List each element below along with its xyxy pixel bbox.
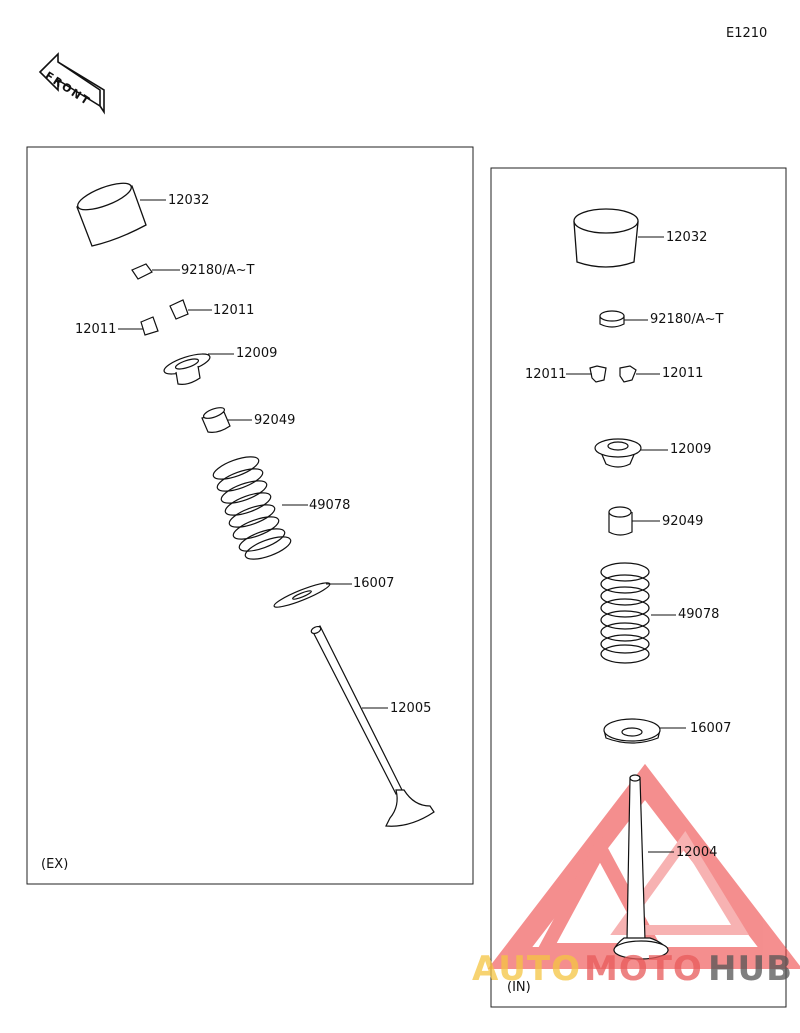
ex-valve [310, 625, 435, 827]
in-spring-callout: 49078 [678, 607, 720, 622]
watermark-hub: HUB [708, 949, 793, 989]
ex-retainer-left-callout: 12011 [75, 322, 117, 337]
ex-shim [131, 263, 153, 280]
front-arrow-icon [38, 52, 105, 115]
ex-stem-seal-callout: 92049 [254, 413, 296, 428]
in-retainer-right-callout: 12011 [662, 366, 704, 381]
ex-spring-retainer-callout: 12009 [236, 346, 278, 361]
page-code: E1210 [726, 26, 768, 41]
in-spring-seat-callout: 16007 [690, 721, 732, 736]
ex-tappet-callout: 12032 [168, 193, 210, 208]
in-valve [613, 774, 669, 960]
intake-panel-frame [490, 167, 787, 1008]
in-spring-seat [603, 718, 661, 744]
ex-stem-seal [201, 407, 231, 433]
ex-spring-seat [273, 582, 331, 608]
exhaust-panel-frame [26, 146, 474, 885]
watermark-moto: MOTO [584, 949, 703, 989]
ex-spring-retainer [163, 353, 211, 385]
in-tappet-callout: 12032 [666, 230, 708, 245]
in-spring [600, 562, 650, 664]
in-valve-callout: 12004 [676, 845, 718, 860]
ex-shim-callout: 92180/A~T [181, 263, 255, 278]
ex-spring-callout: 49078 [309, 498, 351, 513]
ex-panel-tag: (EX) [41, 857, 69, 872]
in-retainer-right [619, 365, 637, 383]
in-stem-seal [608, 506, 633, 536]
ex-tappet [76, 182, 147, 247]
watermark-text: AUTO MOTO HUB [472, 952, 792, 992]
in-spring-retainer [594, 438, 642, 468]
ex-spring [212, 456, 292, 560]
ex-retainer-left [140, 316, 159, 336]
ex-spring-seat-callout: 16007 [353, 576, 395, 591]
in-retainer-left-callout: 12011 [525, 367, 567, 382]
ex-retainer-right-callout: 12011 [213, 303, 255, 318]
in-spring-retainer-callout: 12009 [670, 442, 712, 457]
in-panel-tag: (IN) [507, 980, 531, 995]
ex-retainer-right [169, 299, 189, 320]
in-shim [599, 310, 625, 328]
in-tappet [573, 208, 639, 268]
watermark-auto: AUTO [472, 949, 581, 989]
in-retainer-left [589, 365, 607, 383]
in-shim-callout: 92180/A~T [650, 312, 724, 327]
ex-valve-callout: 12005 [390, 701, 432, 716]
in-stem-seal-callout: 92049 [662, 514, 704, 529]
